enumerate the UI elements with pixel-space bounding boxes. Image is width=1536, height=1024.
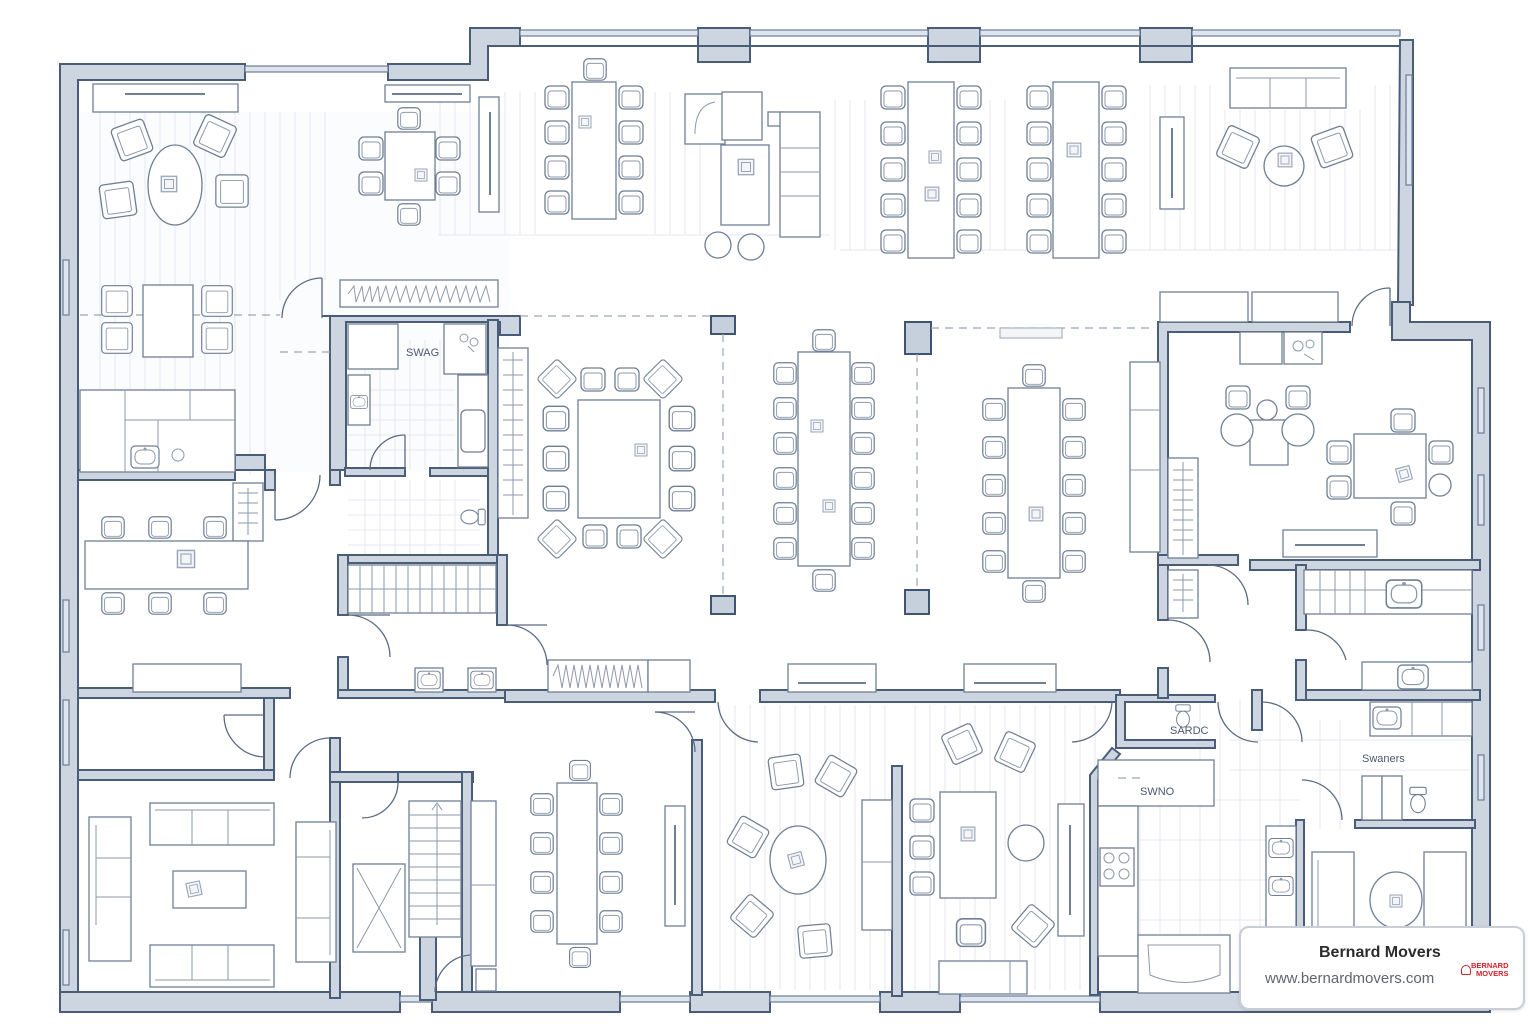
room-label-washroom: SWAG bbox=[406, 347, 439, 359]
room-conference-north-2 bbox=[880, 81, 982, 259]
brand-logo: BERNARD MOVERS bbox=[1461, 962, 1511, 980]
room-living-sw bbox=[88, 802, 337, 988]
room-lounge-ne bbox=[1159, 67, 1355, 210]
room-open-conference bbox=[536, 291, 1339, 693]
room-stairs-sw bbox=[352, 800, 497, 992]
room-lounge-nw bbox=[79, 83, 249, 473]
room-lounge-south bbox=[725, 753, 893, 960]
room-label-showers: Swaners bbox=[1362, 753, 1405, 765]
brand-url: www.bernardmovers.com bbox=[1265, 970, 1435, 987]
brand-name: Bernard Movers bbox=[1319, 944, 1441, 961]
room-bath-se: Swaners bbox=[1265, 701, 1473, 937]
doors bbox=[223, 277, 1391, 993]
room-conference-north-1 bbox=[544, 58, 644, 220]
room-kitchen-se: SARDC SWNO bbox=[1097, 704, 1231, 994]
room-conference-north-3 bbox=[1026, 81, 1127, 259]
mover-icon bbox=[1461, 965, 1471, 975]
room-lounge-se bbox=[1311, 851, 1467, 933]
room-label-sardc: SARDC bbox=[1170, 725, 1209, 737]
room-meeting-south bbox=[909, 721, 1085, 995]
room-washroom-ne-lower bbox=[1303, 569, 1473, 691]
room-office-east bbox=[1220, 331, 1454, 558]
room-training-west bbox=[84, 516, 249, 693]
storage-racks bbox=[232, 279, 1199, 693]
structural-columns bbox=[80, 314, 1150, 615]
interior-walls bbox=[77, 315, 1481, 1001]
room-stairs-upper bbox=[347, 564, 497, 693]
floor-planks-north bbox=[438, 85, 1400, 251]
room-lounge-north bbox=[684, 91, 821, 261]
windows bbox=[62, 29, 1485, 1003]
brand-watermark-card: Bernard Movers www.bernardmovers.com BER… bbox=[1239, 926, 1525, 1010]
room-boardroom-south bbox=[530, 759, 686, 969]
room-meeting-nw bbox=[358, 84, 500, 226]
brand-logo-text: BERNARD MOVERS bbox=[1471, 961, 1509, 978]
room-label-swno: SWNO bbox=[1140, 786, 1175, 798]
room-washroom-upper: SWAG bbox=[347, 323, 489, 526]
